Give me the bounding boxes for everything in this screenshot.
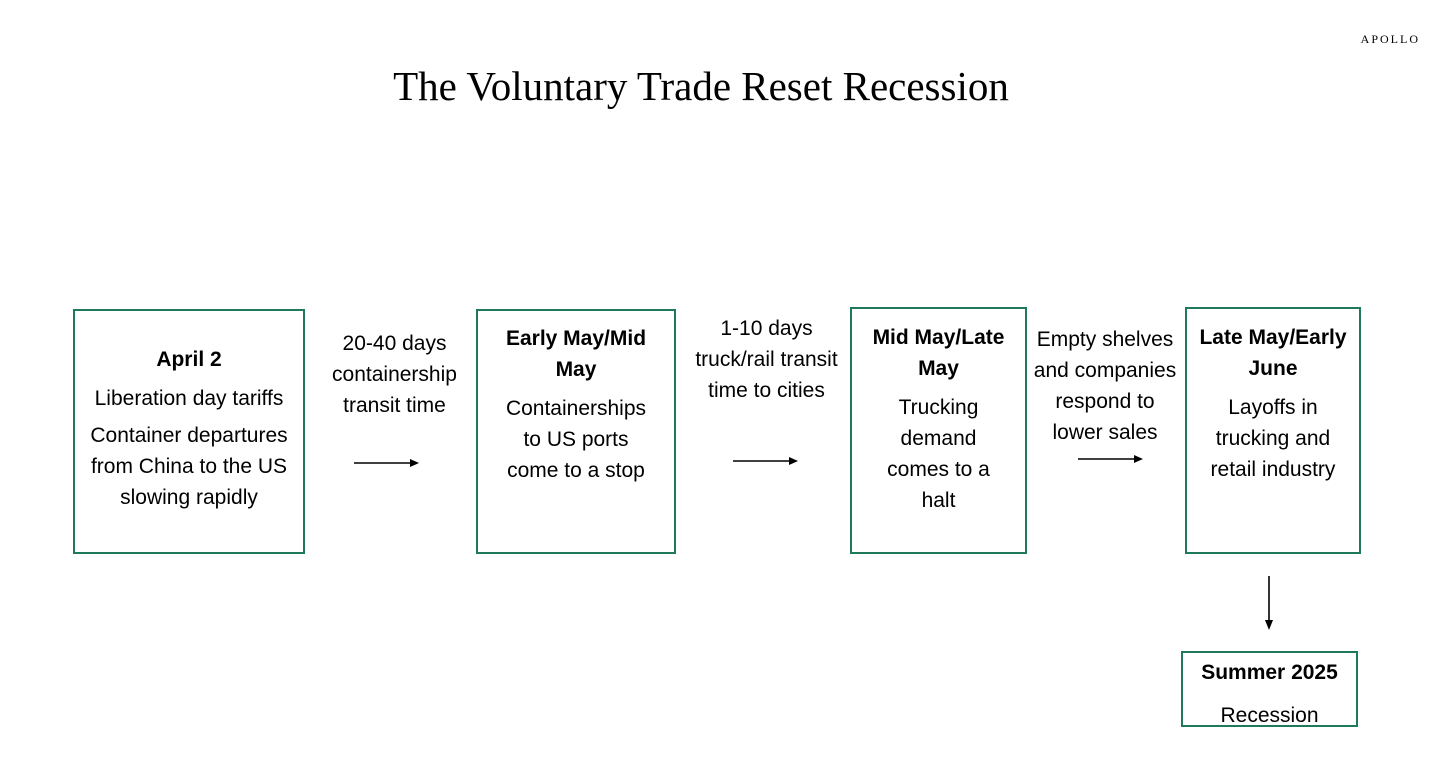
connector-label: 20-40 days containership transit time [332,332,457,417]
stage-heading: April 2 [156,348,222,371]
brand-logo: APOLLO [1360,32,1420,46]
stage-heading: Early May/Mid May [505,327,647,381]
stage-text: Trucking demand comes to a halt [887,396,990,512]
diagram-title: The Voluntary Trade Reset Recession [393,63,1009,109]
down-arrow-icon [1265,576,1273,630]
stage-text: Container departures from China to the U… [90,424,288,509]
stage-heading: Mid May/Late May [872,326,1005,380]
right-arrow-icon [1078,455,1143,463]
stage-text: Recession [1220,704,1319,727]
stage-heading: Late May/Early June [1199,326,1347,380]
stage-box-summer-2025: Summer 2025 Recession [1181,651,1358,727]
right-arrow-icon [354,459,419,467]
connector-label: Empty shelves and companies respond to l… [1033,328,1177,444]
stage-box-april-2: April 2 Liberation day tariffs Container… [73,309,305,554]
stage-box-mid-may: Mid May/Late May Trucking demand comes t… [850,307,1027,554]
stage-text: Layoffs in trucking and retail industry [1210,396,1336,481]
stage-box-late-may: Late May/Early June Layoffs in trucking … [1185,307,1361,554]
stage-heading: Summer 2025 [1201,661,1338,684]
stage-text: Containerships to US ports come to a sto… [505,397,647,482]
connector-label: 1-10 days truck/rail transit time to cit… [695,317,838,402]
stage-text: Liberation day tariffs [94,387,284,410]
right-arrow-icon [733,457,798,465]
stage-box-early-may: Early May/Mid May Containerships to US p… [476,309,676,554]
